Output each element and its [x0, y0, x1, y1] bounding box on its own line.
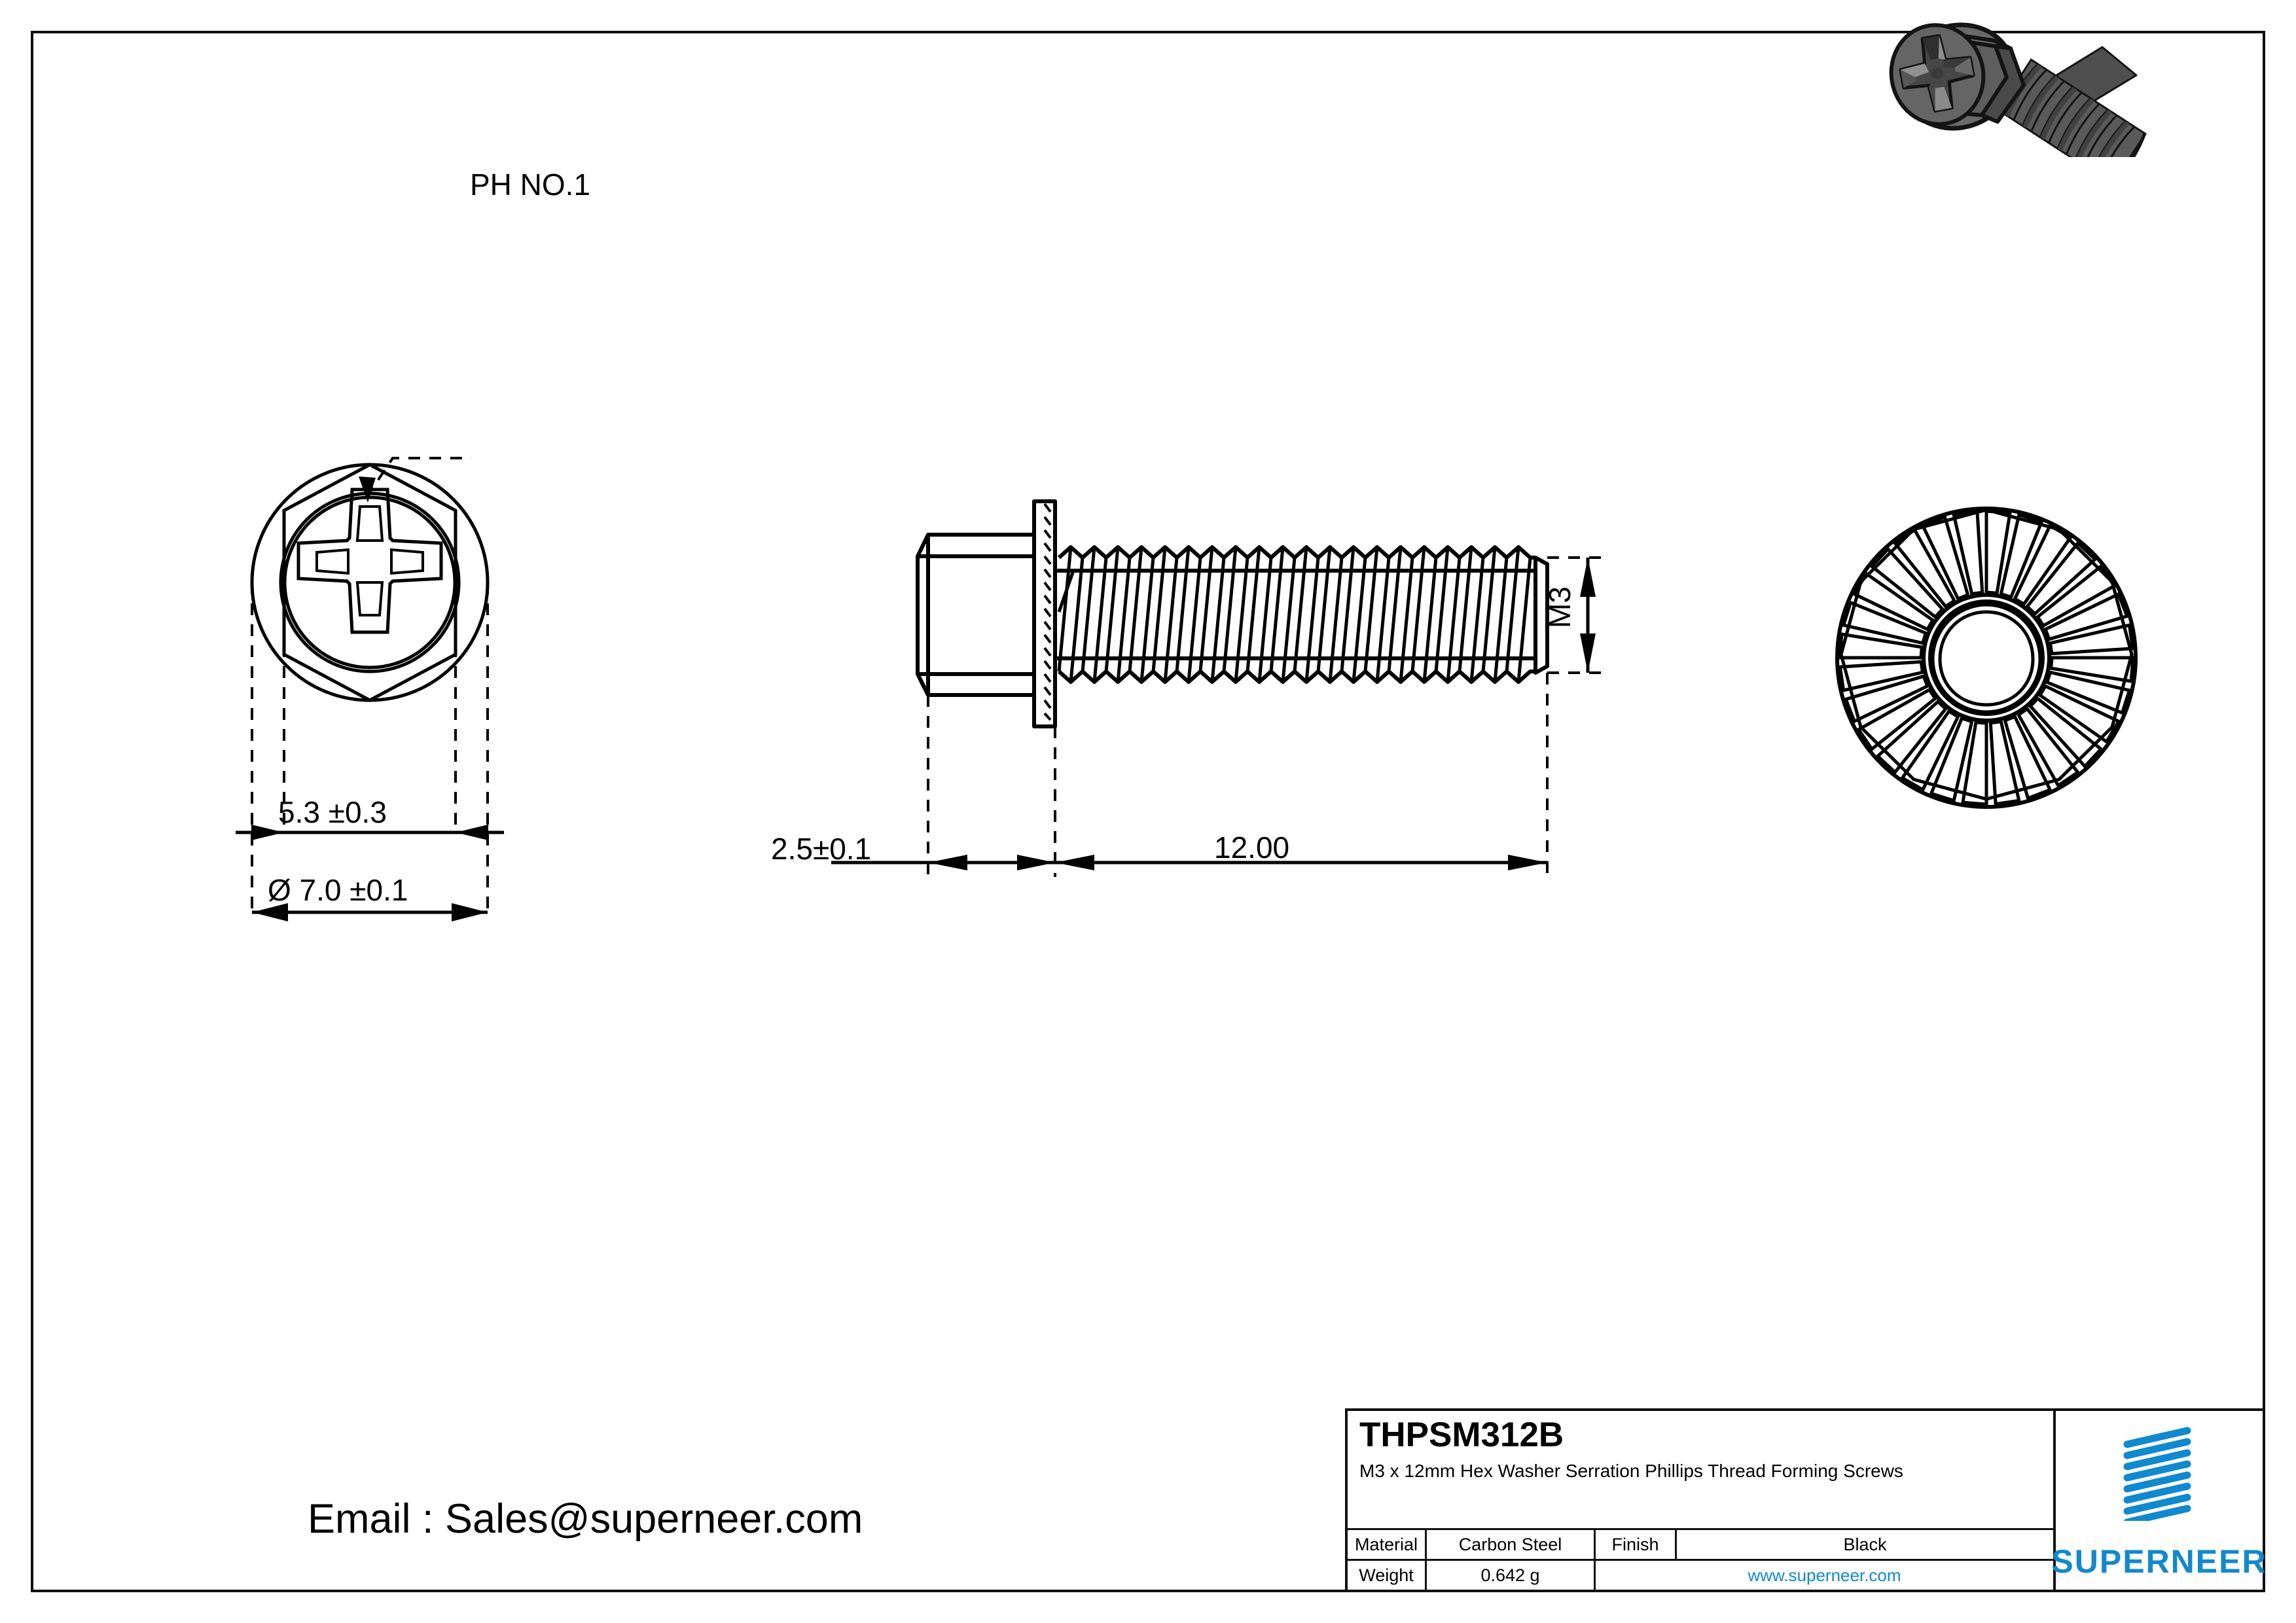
material-finish-row: Material Carbon Steel Finish Black [1348, 1528, 2053, 1559]
screw-side-elevation-view [831, 499, 1604, 877]
material-label: Material [1354, 1534, 1418, 1554]
head-height-dimension-label: 2.5±0.1 [771, 832, 872, 866]
flange-diameter-dimension-label: Ø 7.0 ±0.1 [268, 873, 408, 907]
across-flats-dimension-label: 5.3 ±0.3 [278, 795, 387, 829]
title-block: THPSM312B M3 x 12mm Hex Washer Serration… [1345, 1408, 2266, 1592]
title-block-header: THPSM312B M3 x 12mm Hex Washer Serration… [1348, 1411, 2053, 1528]
title-block-left: THPSM312B M3 x 12mm Hex Washer Serration… [1348, 1411, 2056, 1590]
part-code: THPSM312B [1359, 1416, 1564, 1454]
weight-website-row: Weight 0.642 g www.superneer.com [1348, 1559, 2053, 1590]
material-value: Carbon Steel [1425, 1530, 1594, 1559]
email-label: Email : Sales@superneer.com [308, 1496, 863, 1542]
superneer-logo-wordmark: SUPERNEER [2051, 1543, 2267, 1580]
finish-value: Black [1675, 1530, 2053, 1559]
part-description: M3 x 12mm Hex Washer Serration Phillips … [1359, 1461, 1903, 1481]
title-block-logo-cell: SUPERNEER [2051, 1411, 2266, 1590]
isometric-3d-screw-render [1889, 22, 2147, 157]
phillips-hex-washer-head-front-view [236, 457, 504, 921]
finish-label: Finish [1594, 1530, 1675, 1559]
drawing-border-frame [31, 31, 2265, 1592]
website-link[interactable]: www.superneer.com [1594, 1561, 2053, 1590]
weight-label: Weight [1359, 1565, 1414, 1585]
thread-size-dimension-label: M3 [1543, 586, 1577, 628]
superneer-logo-icon [2123, 1427, 2191, 1521]
thread-length-dimension-label: 12.00 [1214, 830, 1290, 865]
ph-callout-label: PH NO.1 [470, 168, 591, 202]
weight-value: 0.642 g [1425, 1561, 1594, 1590]
serrated-flange-bottom-view [1835, 507, 2138, 809]
